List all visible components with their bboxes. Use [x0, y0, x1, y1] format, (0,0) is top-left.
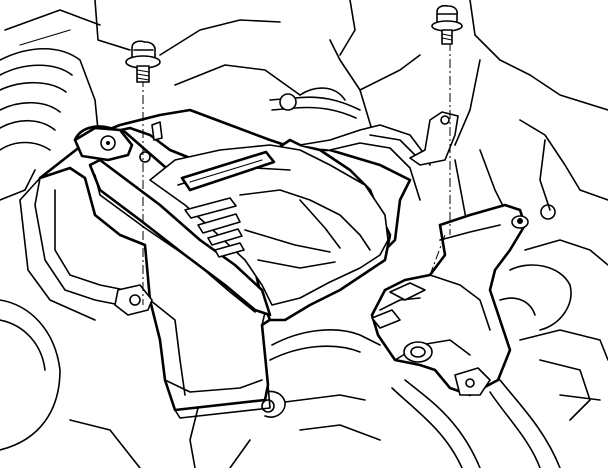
battery-bracket-right	[370, 203, 529, 397]
bolt-centerlines	[142, 42, 451, 305]
battery-hold-down-frame	[73, 111, 459, 322]
flange-bolt-right	[431, 4, 463, 45]
flange-bolt-left	[125, 40, 161, 83]
